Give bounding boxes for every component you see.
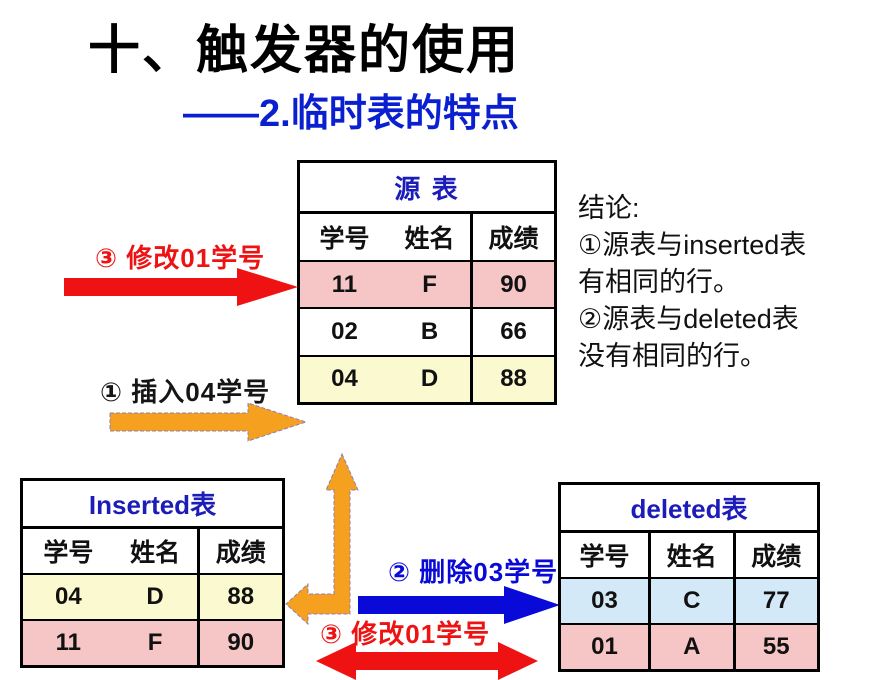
conclusion-line: ②源表与deleted表 <box>578 304 799 334</box>
column-header: 学号 <box>43 539 94 567</box>
table-row: 11 F 90 <box>23 621 282 665</box>
inserted-table-header: 学号 姓名 成绩 <box>23 529 282 575</box>
table-cell: 04 <box>331 365 358 393</box>
conclusion-line: 没有相同的行。 <box>578 341 767 371</box>
table-cell: 66 <box>470 309 554 355</box>
column-header: 学号 <box>579 543 630 571</box>
bent-connector-arrow-icon <box>285 452 359 626</box>
deleted-table-title: deleted表 <box>561 485 817 533</box>
column-header: 学号 <box>319 225 370 253</box>
table-cell: A <box>648 625 732 669</box>
deleted-table: deleted表 学号 姓名 成绩 03 C 77 01 A 55 <box>558 482 820 672</box>
deleted-table-header: 学号 姓名 成绩 <box>561 533 817 579</box>
column-header: 成绩 <box>470 214 554 260</box>
table-cell: 04 <box>54 583 82 610</box>
conclusion-line: 有相同的行。 <box>578 267 740 297</box>
table-cell: B <box>420 317 439 345</box>
table-cell: 11 <box>331 270 358 298</box>
modify-01-arrow-icon <box>64 268 298 306</box>
table-cell: F <box>422 270 437 298</box>
table-row: 01 A 55 <box>561 625 817 669</box>
column-header: 成绩 <box>732 533 817 577</box>
table-cell: 55 <box>732 625 817 669</box>
table-cell: 88 <box>470 356 554 402</box>
table-cell: C <box>648 579 732 623</box>
table-cell: 90 <box>470 262 554 308</box>
inserted-table: Inserted表 学号 姓名 成绩 04 D 88 11 F 90 <box>20 478 285 668</box>
insert-04-arrow-icon <box>109 402 308 442</box>
conclusion-heading: 结论: <box>578 193 640 223</box>
table-row: 11 F 90 <box>300 262 554 310</box>
page-title: 十、触发器的使用 <box>88 22 521 80</box>
column-header: 姓名 <box>648 533 732 577</box>
source-table-title: 源 表 <box>300 163 554 214</box>
table-cell: 01 <box>591 633 618 660</box>
source-table: 源 表 学号 姓名 成绩 11 F 90 02 B 66 04 D 88 <box>297 160 557 405</box>
table-row: 02 B 66 <box>300 309 554 357</box>
table-cell: 03 <box>591 587 618 614</box>
delete-03-arrow-icon <box>358 586 560 624</box>
page-subtitle: ——2.临时表的特点 <box>183 93 519 135</box>
column-header: 姓名 <box>404 225 455 253</box>
insert-04-label: ① 插入04学号 <box>100 377 271 407</box>
table-cell: 88 <box>196 575 282 619</box>
modify-01-top-label: ③ 修改01学号 <box>95 243 266 273</box>
table-row: 04 D 88 <box>23 575 282 621</box>
modify-01-double-arrow-icon <box>316 642 538 680</box>
column-header: 姓名 <box>130 539 181 567</box>
conclusion-text: 结论: ①源表与inserted表 有相同的行。 ②源表与deleted表 没有… <box>578 190 896 375</box>
table-cell: 11 <box>55 629 81 656</box>
inserted-table-title: Inserted表 <box>23 481 282 529</box>
source-table-header: 学号 姓名 成绩 <box>300 214 554 262</box>
modify-01-bottom-label: ③ 修改01学号 <box>320 619 491 649</box>
table-cell: 02 <box>331 317 358 345</box>
table-cell: D <box>420 365 439 393</box>
table-cell: 90 <box>196 621 282 665</box>
column-header: 成绩 <box>196 529 282 573</box>
table-row: 04 D 88 <box>300 356 554 402</box>
delete-03-label: ② 删除03学号 <box>388 557 559 587</box>
table-cell: D <box>146 583 164 610</box>
table-row: 03 C 77 <box>561 579 817 625</box>
table-cell: F <box>147 629 163 656</box>
table-cell: 77 <box>732 579 817 623</box>
conclusion-line: ①源表与inserted表 <box>578 230 807 260</box>
